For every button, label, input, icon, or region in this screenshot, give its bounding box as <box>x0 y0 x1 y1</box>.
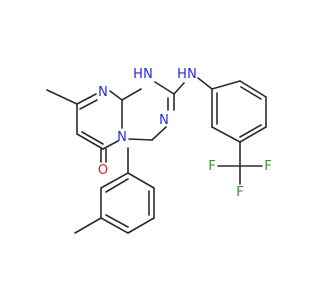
atom-h-amine: H <box>177 67 187 82</box>
bond-tol-3 <box>100 217 129 234</box>
bond-ar-a2-inner <box>240 86 262 100</box>
bond-c1-n1 <box>76 93 97 105</box>
bond-c6-n2 <box>128 138 153 141</box>
bond-c3-c4 <box>76 133 104 150</box>
atom-o-carbonyl: O <box>98 163 108 178</box>
atom-n-ring-left: N <box>117 130 127 145</box>
bond-group <box>46 77 267 234</box>
bond-c5-nh2 <box>173 82 185 95</box>
bond-tol-6 <box>127 172 155 189</box>
atom-n-ring-right: N <box>159 113 169 128</box>
bond-nh2-ar <box>197 77 213 90</box>
atom-label-group: N N H N H N N O F F F <box>98 67 272 200</box>
bond-tol-methyl <box>74 217 102 234</box>
bond-c1-n1-double <box>79 99 98 110</box>
bond-ar-a4 <box>239 126 267 143</box>
atom-f-bottom: F <box>236 185 243 200</box>
bond-c4-n2 <box>102 140 119 150</box>
bond-n1-c2 <box>109 90 123 101</box>
bond-c3-c4-double <box>81 131 104 145</box>
bond-tol-4 <box>127 217 155 234</box>
atom-nh-top: N <box>143 67 153 82</box>
bond-tol-1-inner <box>105 178 129 193</box>
bond-ar-a2 <box>239 80 267 98</box>
bond-ar-a1 <box>211 80 241 90</box>
bond-n3-c6 <box>151 126 167 141</box>
atom-n-amine: N <box>187 67 197 82</box>
atom-f-left: F <box>208 159 215 174</box>
bond-tol-1 <box>100 172 129 189</box>
bond-nh-c5 <box>154 81 175 95</box>
bond-ar-a5 <box>211 126 241 143</box>
bond-c2-nh <box>121 88 142 101</box>
bond-tol-3-inner <box>105 214 129 228</box>
bond-ar-a4-inner <box>239 124 262 138</box>
bond-methyl-top <box>46 89 78 105</box>
atom-n-top-left: N <box>98 85 108 100</box>
atom-f-right: F <box>264 159 271 174</box>
molecule-structure: N N H N H N N O F F F <box>46 67 272 234</box>
atom-h-top: H <box>133 67 143 82</box>
